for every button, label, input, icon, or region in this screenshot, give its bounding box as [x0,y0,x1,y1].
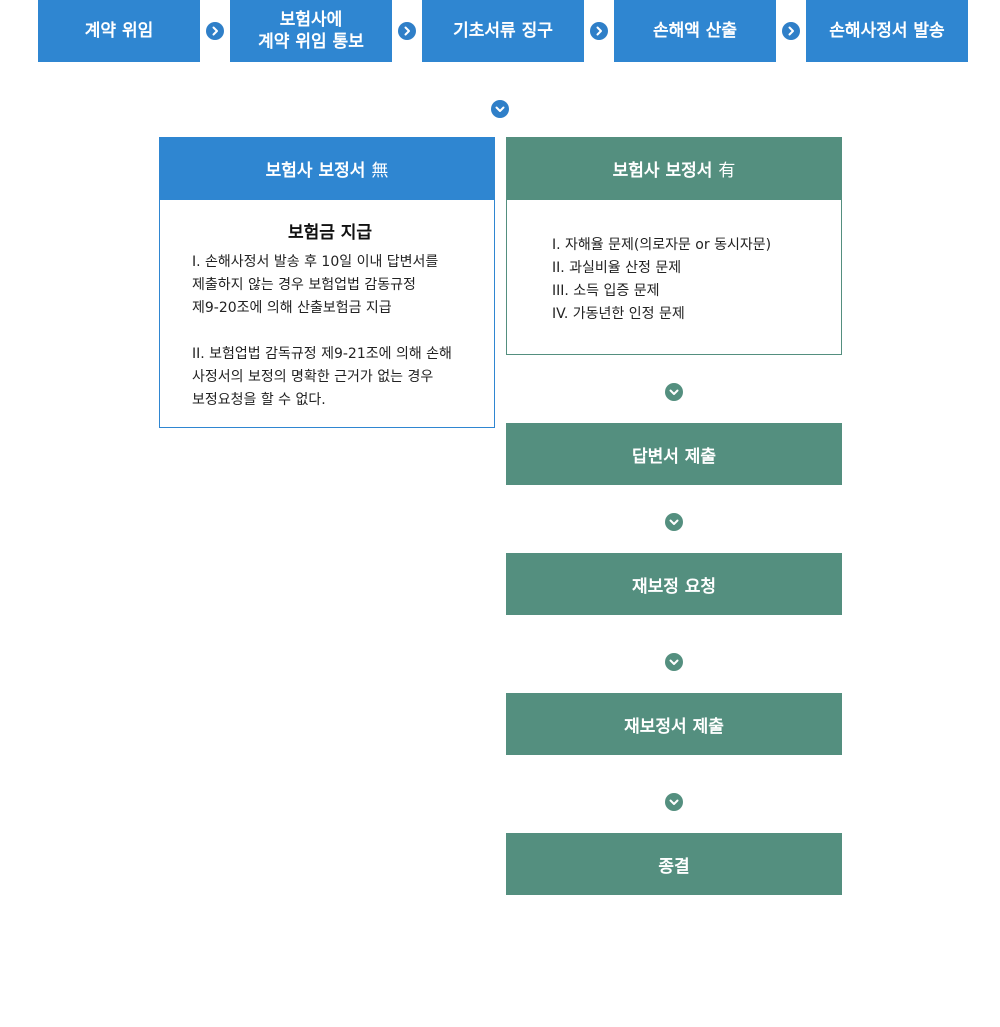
flow-request-recorrection: 재보정 요청 [506,553,842,615]
list-item: IV. 가동년한 인정 문제 [552,306,685,322]
panel-body: 보험금 지급 I. 손해사정서 발송 후 10일 이내 답변서를 제출하지 않는… [159,200,495,428]
chevron-down-icon [665,383,683,401]
chevron-down-icon [665,653,683,671]
flow-label: 답변서 제출 [631,446,717,467]
panel-body-title: 보험금 지급 [287,223,373,243]
chevron-down-icon [665,793,683,811]
panel-header-label: 보험사 보정서 [612,161,713,181]
panel-header-hanja: 無 [371,161,389,181]
list-item: III. 소득 입증 문제 [552,283,660,299]
flow-label: 재보정서 제출 [624,716,724,737]
panel-paragraph: II. 보험업법 감독규정 제9-21조에 의해 손해 사정서의 보정의 명확한… [192,346,452,408]
chevron-right-icon [398,22,416,40]
panel-body: I. 자해율 문제(의로자문 or 동시자문) II. 과실비율 산정 문제 I… [506,200,842,355]
step-send-report: 손해사정서 발송 [806,0,968,62]
chevron-right-icon [590,22,608,40]
step-calculate-damage: 손해액 산출 [614,0,776,62]
flow-label: 종결 [658,856,690,877]
step-notify-insurer: 보험사에 계약 위임 통보 [230,0,392,62]
chevron-down-icon [491,100,509,118]
flow-close: 종결 [506,833,842,895]
list-item: I. 자해율 문제(의로자문 or 동시자문) [552,237,772,253]
chevron-right-icon [206,22,224,40]
list-item: II. 과실비율 산정 문제 [552,260,682,276]
chevron-down-icon [665,513,683,531]
step-label: 손해액 산출 [652,21,738,41]
step-label: 계약 위임 [84,21,154,41]
step-contract-delegation: 계약 위임 [38,0,200,62]
chevron-right-icon [782,22,800,40]
panel-paragraph: I. 손해사정서 발송 후 10일 이내 답변서를 제출하지 않는 경우 보험업… [192,254,439,316]
flow-submit-recorrection: 재보정서 제출 [506,693,842,755]
step-label: 보험사에 계약 위임 통보 [258,10,364,52]
flow-submit-reply: 답변서 제출 [506,423,842,485]
step-collect-documents: 기초서류 징구 [422,0,584,62]
flow-label: 재보정 요청 [631,576,717,597]
step-label: 기초서류 징구 [453,21,553,41]
step-label: 손해사정서 발송 [829,21,945,41]
panel-header-hanja: 有 [718,161,736,181]
panel-header-label: 보험사 보정서 [265,161,366,181]
